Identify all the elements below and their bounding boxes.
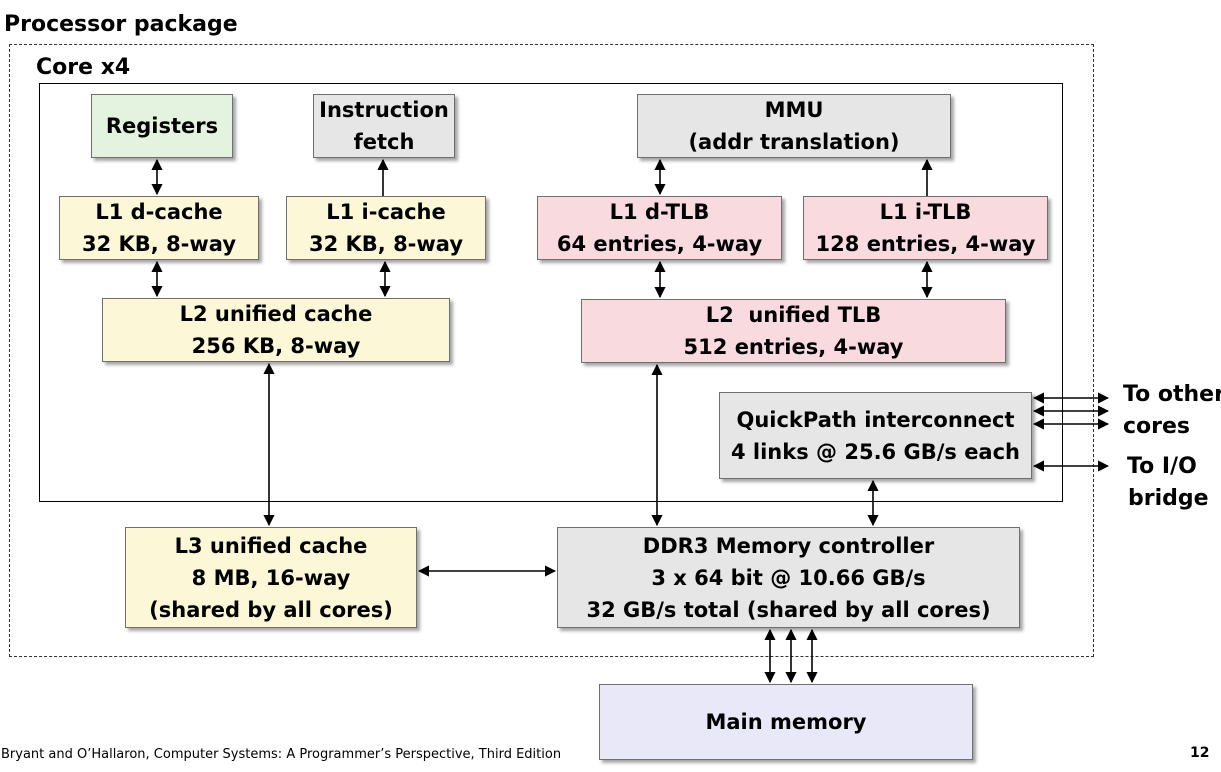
core-boundary	[39, 83, 1063, 502]
main-memory-label: Main memory	[705, 710, 867, 734]
l1-itlb-line-2: 128 entries, 4-way	[815, 232, 1036, 256]
l1-icache-line-2: 32 KB, 8-way	[308, 232, 464, 256]
mmu-line-1: MMU	[764, 98, 824, 122]
instruction-fetch-line-1: Instruction	[319, 98, 449, 122]
l1-dtlb-line-2: 64 entries, 4-way	[556, 232, 763, 256]
l3-cache-line-2: 8 MB, 16-way	[191, 565, 351, 590]
l1-dcache-line-1: L1 d-cache	[95, 200, 223, 224]
to-io-bridge-line-2: bridge	[1128, 486, 1209, 511]
to-other-cores-line-1: To other	[1123, 382, 1221, 407]
l2-tlb-line-1: L2 unified TLB	[705, 303, 882, 327]
instruction-fetch-line-2: fetch	[353, 130, 415, 154]
registers-label: Registers	[105, 114, 219, 138]
l1-itlb-box: L1 i-TLB 128 entries, 4-way	[803, 196, 1048, 260]
quickpath-line-1: QuickPath interconnect	[736, 407, 1015, 432]
l1-icache-box: L1 i-cache 32 KB, 8-way	[286, 196, 486, 260]
l1-dtlb-line-1: L1 d-TLB	[609, 200, 710, 224]
l3-cache-box: L3 unified cache 8 MB, 16-way (shared by…	[125, 527, 417, 628]
memory-controller-line-2: 3 x 64 bit @ 10.66 GB/s	[651, 565, 926, 590]
processor-package-boundary	[9, 44, 1094, 657]
core-title: Core x4	[36, 55, 131, 80]
instruction-fetch-box: Instruction fetch	[313, 94, 455, 158]
quickpath-line-2: 4 links @ 25.6 GB/s each	[730, 439, 1021, 464]
l2-tlb-line-2: 512 entries, 4-way	[683, 335, 904, 359]
mmu-box: MMU (addr translation)	[637, 94, 951, 158]
l2-cache-box: L2 unified cache 256 KB, 8-way	[102, 298, 450, 362]
l3-cache-line-3: (shared by all cores)	[149, 597, 393, 622]
l1-dcache-line-2: 32 KB, 8-way	[81, 232, 237, 256]
registers-box: Registers	[91, 94, 233, 158]
to-io-bridge-line-1: To I/O	[1127, 454, 1197, 479]
memory-controller-line-1: DDR3 Memory controller	[642, 533, 935, 558]
memory-controller-line-3: 32 GB/s total (shared by all cores)	[586, 597, 991, 622]
l3-cache-line-1: L3 unified cache	[174, 533, 368, 558]
main-memory-box: Main memory	[599, 684, 973, 760]
l1-dtlb-box: L1 d-TLB 64 entries, 4-way	[537, 196, 782, 260]
to-io-bridge-label: To I/O bridge	[1127, 451, 1209, 515]
mmu-line-2: (addr translation)	[688, 130, 900, 154]
l2-cache-line-1: L2 unified cache	[179, 302, 373, 326]
l2-tlb-box: L2 unified TLB 512 entries, 4-way	[581, 299, 1006, 363]
to-other-cores-label: To other cores	[1123, 379, 1221, 443]
l2-cache-line-2: 256 KB, 8-way	[191, 334, 361, 358]
page-number: 12	[1190, 745, 1210, 761]
package-title: Processor package	[4, 12, 238, 37]
quickpath-box: QuickPath interconnect 4 links @ 25.6 GB…	[719, 392, 1032, 479]
l1-itlb-line-1: L1 i-TLB	[879, 200, 972, 224]
footer-citation: Bryant and O’Hallaron, Computer Systems:…	[1, 747, 562, 762]
to-other-cores-line-2: cores	[1123, 414, 1191, 439]
l1-icache-line-1: L1 i-cache	[326, 200, 446, 224]
memory-controller-box: DDR3 Memory controller 3 x 64 bit @ 10.6…	[557, 527, 1020, 628]
l1-dcache-box: L1 d-cache 32 KB, 8-way	[59, 196, 259, 260]
